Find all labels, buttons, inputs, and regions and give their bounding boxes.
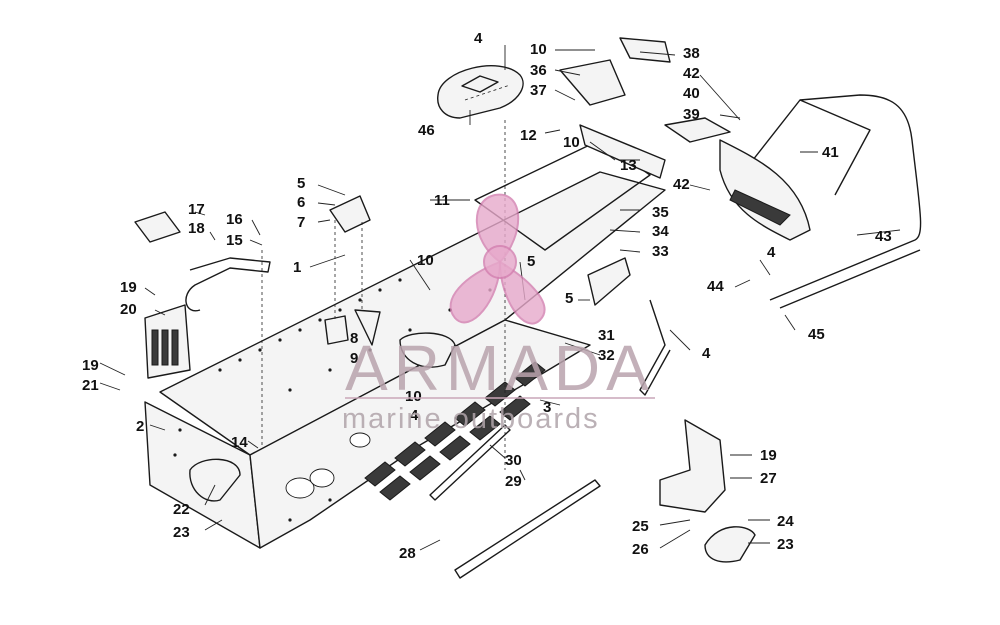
callout-15: 15 [226,232,243,249]
handle-bar-18 [185,257,271,312]
callout-22: 22 [173,501,190,518]
callout-41: 41 [822,144,839,161]
callout-18: 18 [188,220,205,237]
plate-25 [659,419,726,513]
callout-24: 24 [777,513,794,530]
footrest-24 [704,526,756,563]
callout-7: 7 [297,214,305,231]
callout-44: 44 [707,278,724,295]
callout-21: 21 [82,377,99,394]
callout-4-mid: 4 [410,407,419,424]
watermark-logo [449,193,546,325]
callout-9: 9 [350,350,358,367]
rear-bumper [744,94,922,309]
rear-cross-plate [579,124,666,179]
callout-39: 39 [683,106,700,123]
callout-33: 33 [652,243,669,260]
callout-35: 35 [652,204,669,221]
callout-10-d: 10 [405,388,422,405]
callout-25: 25 [632,518,649,535]
callout-45: 45 [808,326,825,343]
cover-38 [619,37,671,63]
callout-2: 2 [136,418,144,435]
callout-13: 13 [620,157,637,174]
callout-38: 38 [683,45,700,62]
flap-39 [664,117,731,143]
callout-28: 28 [399,545,416,562]
heat-shield-fins [151,329,179,366]
callout-12: 12 [520,127,537,144]
callout-37: 37 [530,82,547,99]
callout-4-right-mid: 4 [702,345,711,362]
callout-19-left-top: 19 [120,279,137,296]
callout-19-left-mid: 19 [82,357,99,374]
callout-31: 31 [598,327,615,344]
callout-5-left: 5 [297,175,305,192]
callout-4-top: 4 [474,30,483,47]
bracket-9 [354,309,381,346]
callout-5-right: 5 [565,290,573,307]
rivets [173,278,492,522]
callout-11: 11 [434,192,450,209]
callout-14: 14 [231,434,248,451]
callout-17: 17 [188,201,205,218]
callout-23-right: 23 [777,536,794,553]
callout-10-top: 10 [530,41,547,58]
callout-labels: 4 10 36 37 38 42 40 39 46 12 10 41 13 42… [82,30,892,562]
callout-36: 36 [530,62,547,79]
callout-3: 3 [543,399,551,416]
callout-16: 16 [226,211,243,228]
callout-8: 8 [350,330,358,347]
callout-6: 6 [297,194,305,211]
callout-26: 26 [632,541,649,558]
footrest-22 [189,458,241,502]
callout-10-b: 10 [563,134,580,151]
rail-29 [454,479,601,579]
callout-10-c: 10 [417,252,434,269]
callout-34: 34 [652,223,669,240]
callout-30: 30 [505,452,522,469]
seat-bracket [559,59,626,106]
footwell-10 [399,332,456,368]
callout-40: 40 [683,85,700,102]
callout-46: 46 [418,122,435,139]
callout-4-right-top: 4 [767,244,776,261]
strap-32 [639,299,671,396]
cover-17 [134,211,181,243]
bracket-31 [587,257,631,306]
callout-5-mid: 5 [527,253,535,270]
watermark: ARMADA marine outboards [342,193,655,435]
callout-23-left: 23 [173,524,190,541]
seat-pad [437,65,524,119]
callout-1: 1 [293,259,301,276]
callout-19-right: 19 [760,447,777,464]
callout-42-top: 42 [683,65,700,82]
watermark-brand: ARMADA [345,332,655,404]
callout-32: 32 [598,347,615,364]
bracket-7 [329,195,371,233]
callout-43: 43 [875,228,892,245]
callout-29: 29 [505,473,522,490]
callout-27: 27 [760,470,777,487]
callout-42-mid: 42 [673,176,690,193]
running-board-grip [364,361,546,501]
snow-flap [719,139,811,241]
callout-20: 20 [120,301,137,318]
rail-30 [429,424,511,501]
watermark-tagline: marine outboards [342,403,600,435]
leader-lines [99,45,901,551]
bracket-8 [324,315,349,345]
